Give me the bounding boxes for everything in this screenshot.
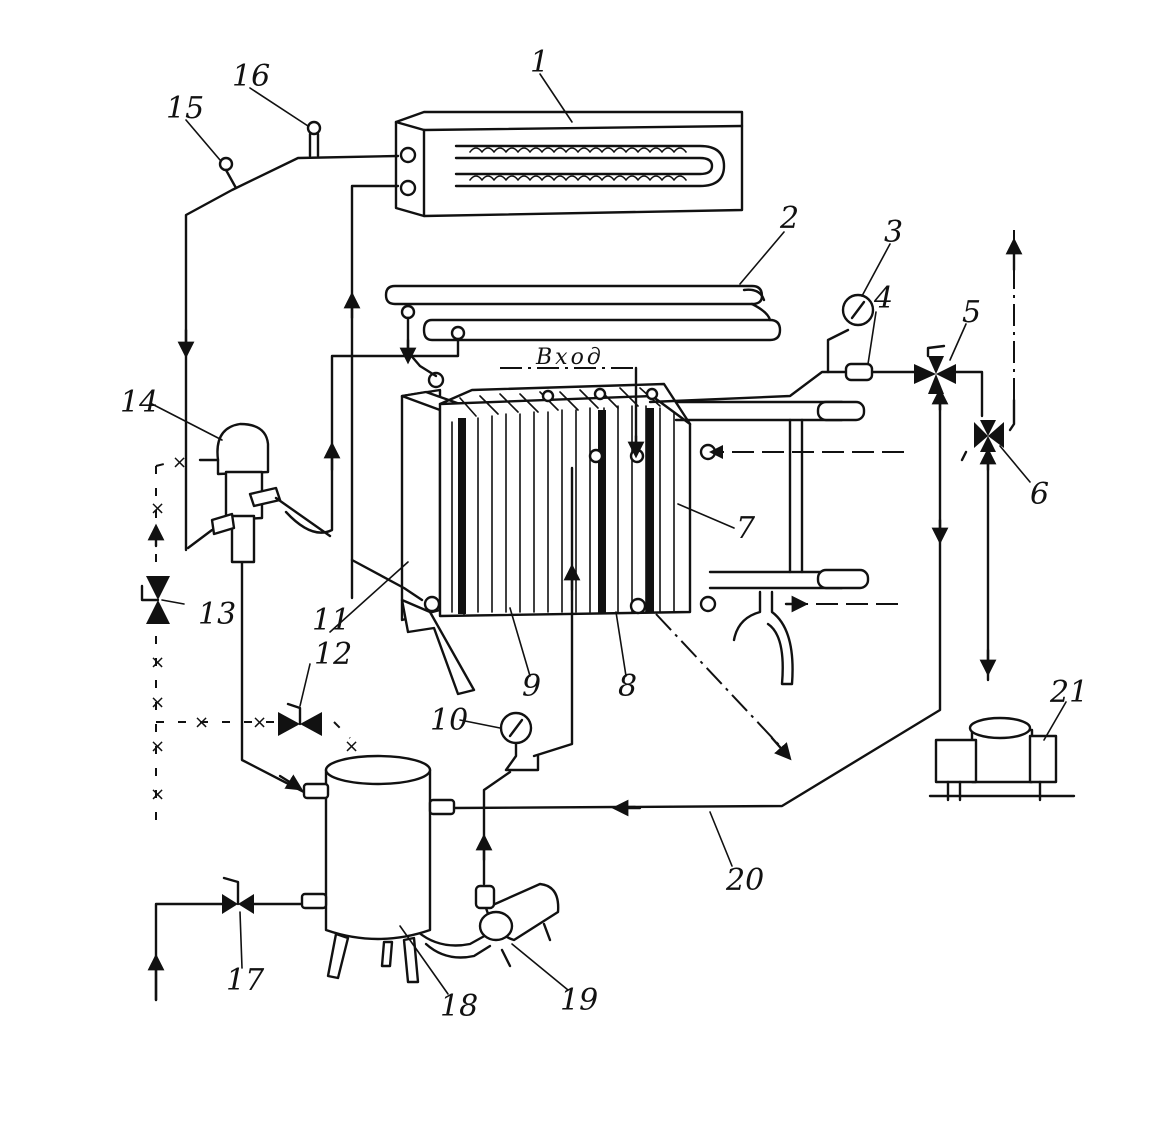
callout-4: 4: [873, 281, 893, 316]
gauge-3: [841, 293, 875, 382]
callout-18: 18: [440, 989, 478, 1024]
callout-3: 3: [884, 215, 903, 250]
callout-1: 1: [530, 45, 549, 80]
callout-15: 15: [166, 91, 204, 126]
control-line: × × × × × × × × ×: [147, 452, 359, 830]
callout-numbers: 1 2 3 4 5 6 7 8 9 10 11 12 13 14 15 16 1…: [120, 45, 1088, 1024]
cooler-box: [394, 110, 744, 218]
centrifugal-pump-19: [474, 882, 560, 968]
holding-tube: [384, 284, 782, 342]
svg-text:×: ×: [172, 452, 187, 473]
callout-6: 6: [1030, 477, 1049, 512]
valve-17: [222, 876, 254, 914]
callout-2: 2: [779, 201, 799, 236]
balance-tank-18: [300, 754, 456, 984]
callout-7: 7: [736, 511, 756, 546]
leader-lines: [151, 73, 1067, 995]
inlet-label: Вход: [535, 345, 604, 370]
gauge-10: [499, 711, 540, 772]
svg-text:×: ×: [150, 652, 165, 673]
plate-heat-exchanger: [400, 371, 870, 696]
valve-13: [140, 576, 170, 624]
svg-text:×: ×: [344, 736, 359, 757]
svg-text:×: ×: [194, 712, 209, 733]
callout-11: 11: [312, 603, 350, 638]
callout-5: 5: [962, 295, 981, 330]
three-way-valve-5: [914, 344, 956, 394]
svg-text:×: ×: [150, 784, 165, 805]
callout-19: 19: [560, 983, 598, 1018]
flow-arrows: [147, 237, 1023, 1002]
valve-12: [278, 702, 322, 736]
diversion-valve-14: [186, 422, 332, 564]
callout-20: 20: [725, 863, 764, 898]
motor-unit-21: [928, 716, 1076, 802]
callout-17: 17: [226, 963, 265, 998]
callout-9: 9: [522, 669, 541, 704]
svg-text:×: ×: [150, 692, 165, 713]
three-way-valve-6: [960, 420, 1004, 462]
svg-text:×: ×: [150, 736, 165, 757]
callout-13: 13: [198, 597, 236, 632]
callout-14: 14: [120, 385, 158, 420]
callout-12: 12: [314, 637, 352, 672]
sensor-16: [306, 120, 322, 158]
callout-21: 21: [1049, 675, 1088, 710]
callout-8: 8: [618, 669, 637, 704]
callout-16: 16: [232, 59, 270, 94]
callout-10: 10: [430, 703, 468, 738]
svg-text:×: ×: [150, 498, 165, 519]
svg-text:×: ×: [252, 712, 267, 733]
sensor-15: [218, 156, 238, 190]
